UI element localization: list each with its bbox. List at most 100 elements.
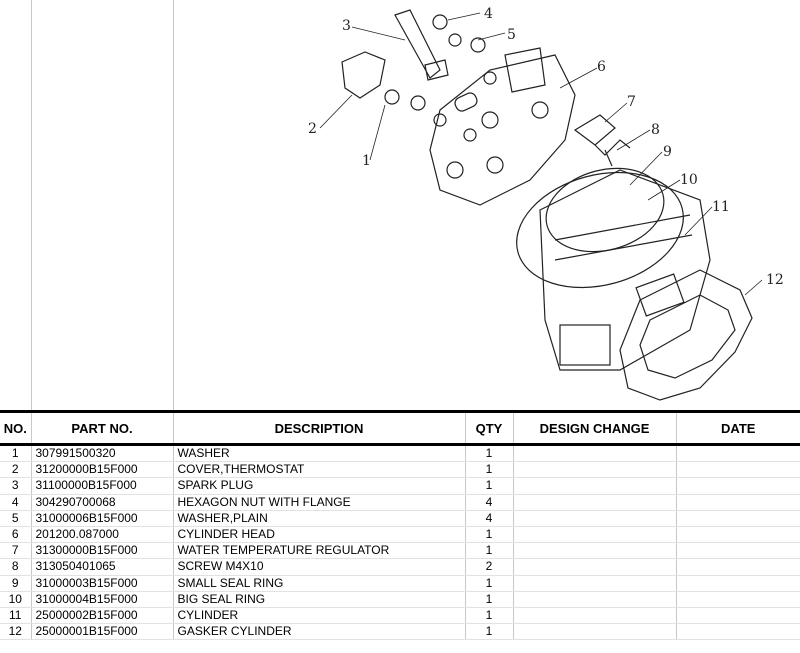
cell-date (675, 494, 800, 511)
cell-description: WASHER,PLAIN (172, 510, 465, 527)
cell-design-change (512, 461, 676, 479)
cylinder-window-drawing (635, 273, 685, 317)
cell-design-change (512, 494, 676, 511)
cell-qty: 1 (464, 591, 513, 608)
cell-no: 10 (0, 591, 31, 608)
cell-part-no: 31300000B15F000 (30, 542, 173, 560)
washer-drawing (384, 89, 400, 105)
regulator-sensor-drawing (594, 139, 631, 156)
cylinder-fin-drawing (554, 234, 693, 261)
cell-part-no: 313050401065 (30, 558, 173, 576)
col-header-part-no: PART NO. (30, 410, 173, 446)
callout-11: 11 (712, 199, 730, 215)
head-bolt-hole (481, 111, 499, 129)
big-seal-ring-drawing (516, 171, 684, 289)
cell-date (675, 558, 800, 576)
cell-date (675, 461, 800, 479)
water-temperature-regulator-drawing (573, 114, 616, 146)
exploded-parts-diagram: 1 2 3 4 5 6 7 8 9 10 11 12 (308, 6, 784, 401)
callout-7: 7 (627, 94, 636, 110)
callout-labels: 1 2 3 4 5 6 7 8 9 10 11 12 (308, 6, 784, 288)
seal-o-ring-drawing (454, 92, 478, 112)
cell-design-change (512, 575, 676, 592)
callout-12: 12 (766, 272, 784, 288)
cell-no: 3 (0, 477, 31, 495)
cell-no: 6 (0, 526, 31, 544)
cell-design-change (512, 526, 676, 544)
col-header-description: DESCRIPTION (172, 410, 465, 446)
cylinder-gasket-bore (639, 294, 736, 379)
cell-part-no: 31100000B15F000 (30, 477, 173, 495)
cell-description: CYLINDER (172, 607, 465, 625)
cell-description: HEXAGON NUT WITH FLANGE (172, 494, 465, 511)
hexagon-nut-drawing (470, 37, 486, 53)
cell-description: COVER,THERMOSTAT (172, 461, 465, 479)
cell-date (675, 591, 800, 608)
head-bolt-hole (446, 161, 464, 179)
leader-lines (319, 12, 763, 296)
cell-part-no: 304290700068 (30, 494, 173, 511)
head-bolt-hole (463, 128, 477, 142)
cell-part-no: 31000004B15F000 (30, 591, 173, 608)
cell-qty: 1 (464, 607, 513, 625)
cell-qty: 1 (464, 477, 513, 495)
hexagon-nut-drawing (432, 14, 448, 30)
cell-description: SMALL SEAL RING (172, 575, 465, 592)
cell-no: 2 (0, 461, 31, 479)
cell-date (675, 542, 800, 560)
col-header-no: NO. (0, 410, 31, 446)
callout-2: 2 (308, 121, 317, 137)
cylinder-fin-drawing (554, 214, 691, 241)
callout-1: 1 (362, 153, 371, 169)
callout-5: 5 (507, 27, 516, 43)
cell-description: WASHER (172, 444, 465, 463)
column-rule-mid (173, 0, 174, 410)
cell-no: 1 (0, 444, 31, 463)
callout-9: 9 (663, 144, 672, 160)
diagram-drawing (319, 9, 763, 401)
cell-design-change (512, 444, 676, 463)
cell-qty: 1 (464, 575, 513, 592)
cell-part-no: 31000006B15F000 (30, 510, 173, 527)
cell-no: 11 (0, 607, 31, 625)
col-header-design-change: DESIGN CHANGE (512, 410, 676, 446)
callout-3: 3 (342, 18, 351, 34)
cell-part-no: 201200.087000 (30, 526, 173, 544)
cell-part-no: 31200000B15F000 (30, 461, 173, 479)
cell-date (675, 444, 800, 463)
cell-part-no: 31000003B15F000 (30, 575, 173, 592)
cell-date (675, 510, 800, 527)
head-bolt-hole (531, 101, 549, 119)
cell-qty: 1 (464, 542, 513, 560)
cell-part-no: 307991500320 (30, 444, 173, 463)
cell-description: GASKER CYLINDER (172, 623, 465, 641)
hexagon-nut-drawing (410, 95, 426, 111)
callout-6: 6 (597, 59, 606, 75)
cell-design-change (512, 558, 676, 576)
thermostat-cover-drawing (341, 51, 386, 99)
callout-8: 8 (651, 122, 660, 138)
head-bolt-hole (486, 156, 504, 174)
small-seal-ring-drawing (545, 167, 665, 253)
cylinder-gasket-drawing (619, 269, 753, 401)
plain-washer-drawing (448, 33, 462, 47)
cell-part-no: 25000001B15F000 (30, 623, 173, 641)
cell-qty: 2 (464, 558, 513, 576)
cell-description: SCREW M4X10 (172, 558, 465, 576)
cell-design-change (512, 477, 676, 495)
cylinder-port-drawing (559, 324, 611, 366)
table-header-row: NO. PART NO. DESCRIPTION QTY DESIGN CHAN… (0, 410, 800, 446)
cell-date (675, 607, 800, 625)
cylinder-head-drawing (429, 54, 576, 206)
cell-no: 8 (0, 558, 31, 576)
column-rule-left (31, 0, 32, 410)
cell-date (675, 477, 800, 495)
